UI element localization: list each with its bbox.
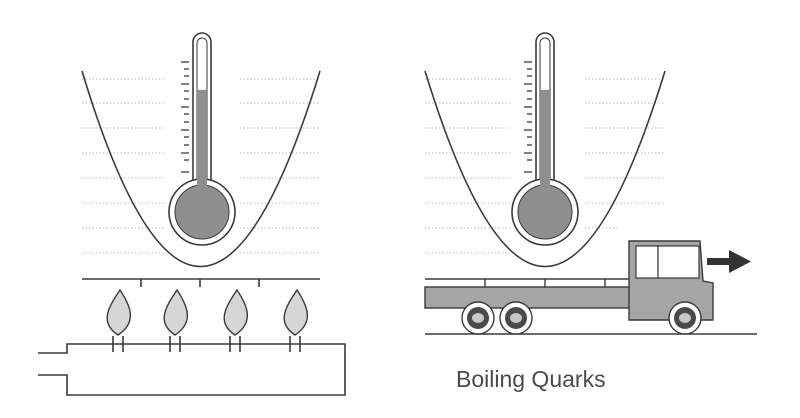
left-panel [38,32,346,396]
truck-wheel [461,301,495,335]
truck-flatbed [424,286,638,309]
stove-top [82,278,320,287]
thermometer-icon [511,32,579,246]
motion-arrow-icon [707,250,751,273]
flame-icon [106,288,131,336]
truck-wheel [668,301,702,335]
gas-burner-pipe-icon [38,336,346,396]
truck-window-left [635,245,659,279]
thermometer-scale-left [181,61,189,173]
thermometer-icon [168,32,236,246]
mercury-column-right [540,89,550,200]
flatbed-truck-icon [424,240,757,335]
flame-icon [283,288,308,336]
truck-window-right [657,245,700,279]
parabola-vessel-icon [424,70,666,268]
truck-wheel [499,301,533,335]
parabola-vessel-icon [81,70,321,267]
flame-icon [163,288,188,336]
right-panel [424,32,757,335]
diagram-caption: Boiling Quarks [456,366,606,392]
flame-icon [223,288,248,336]
mercury-column-left [197,89,207,200]
burner-flames [106,288,308,336]
thermometer-scale-right [524,61,532,173]
vessel-level-lines-left [82,78,320,254]
vessel-level-lines-right [425,78,665,254]
